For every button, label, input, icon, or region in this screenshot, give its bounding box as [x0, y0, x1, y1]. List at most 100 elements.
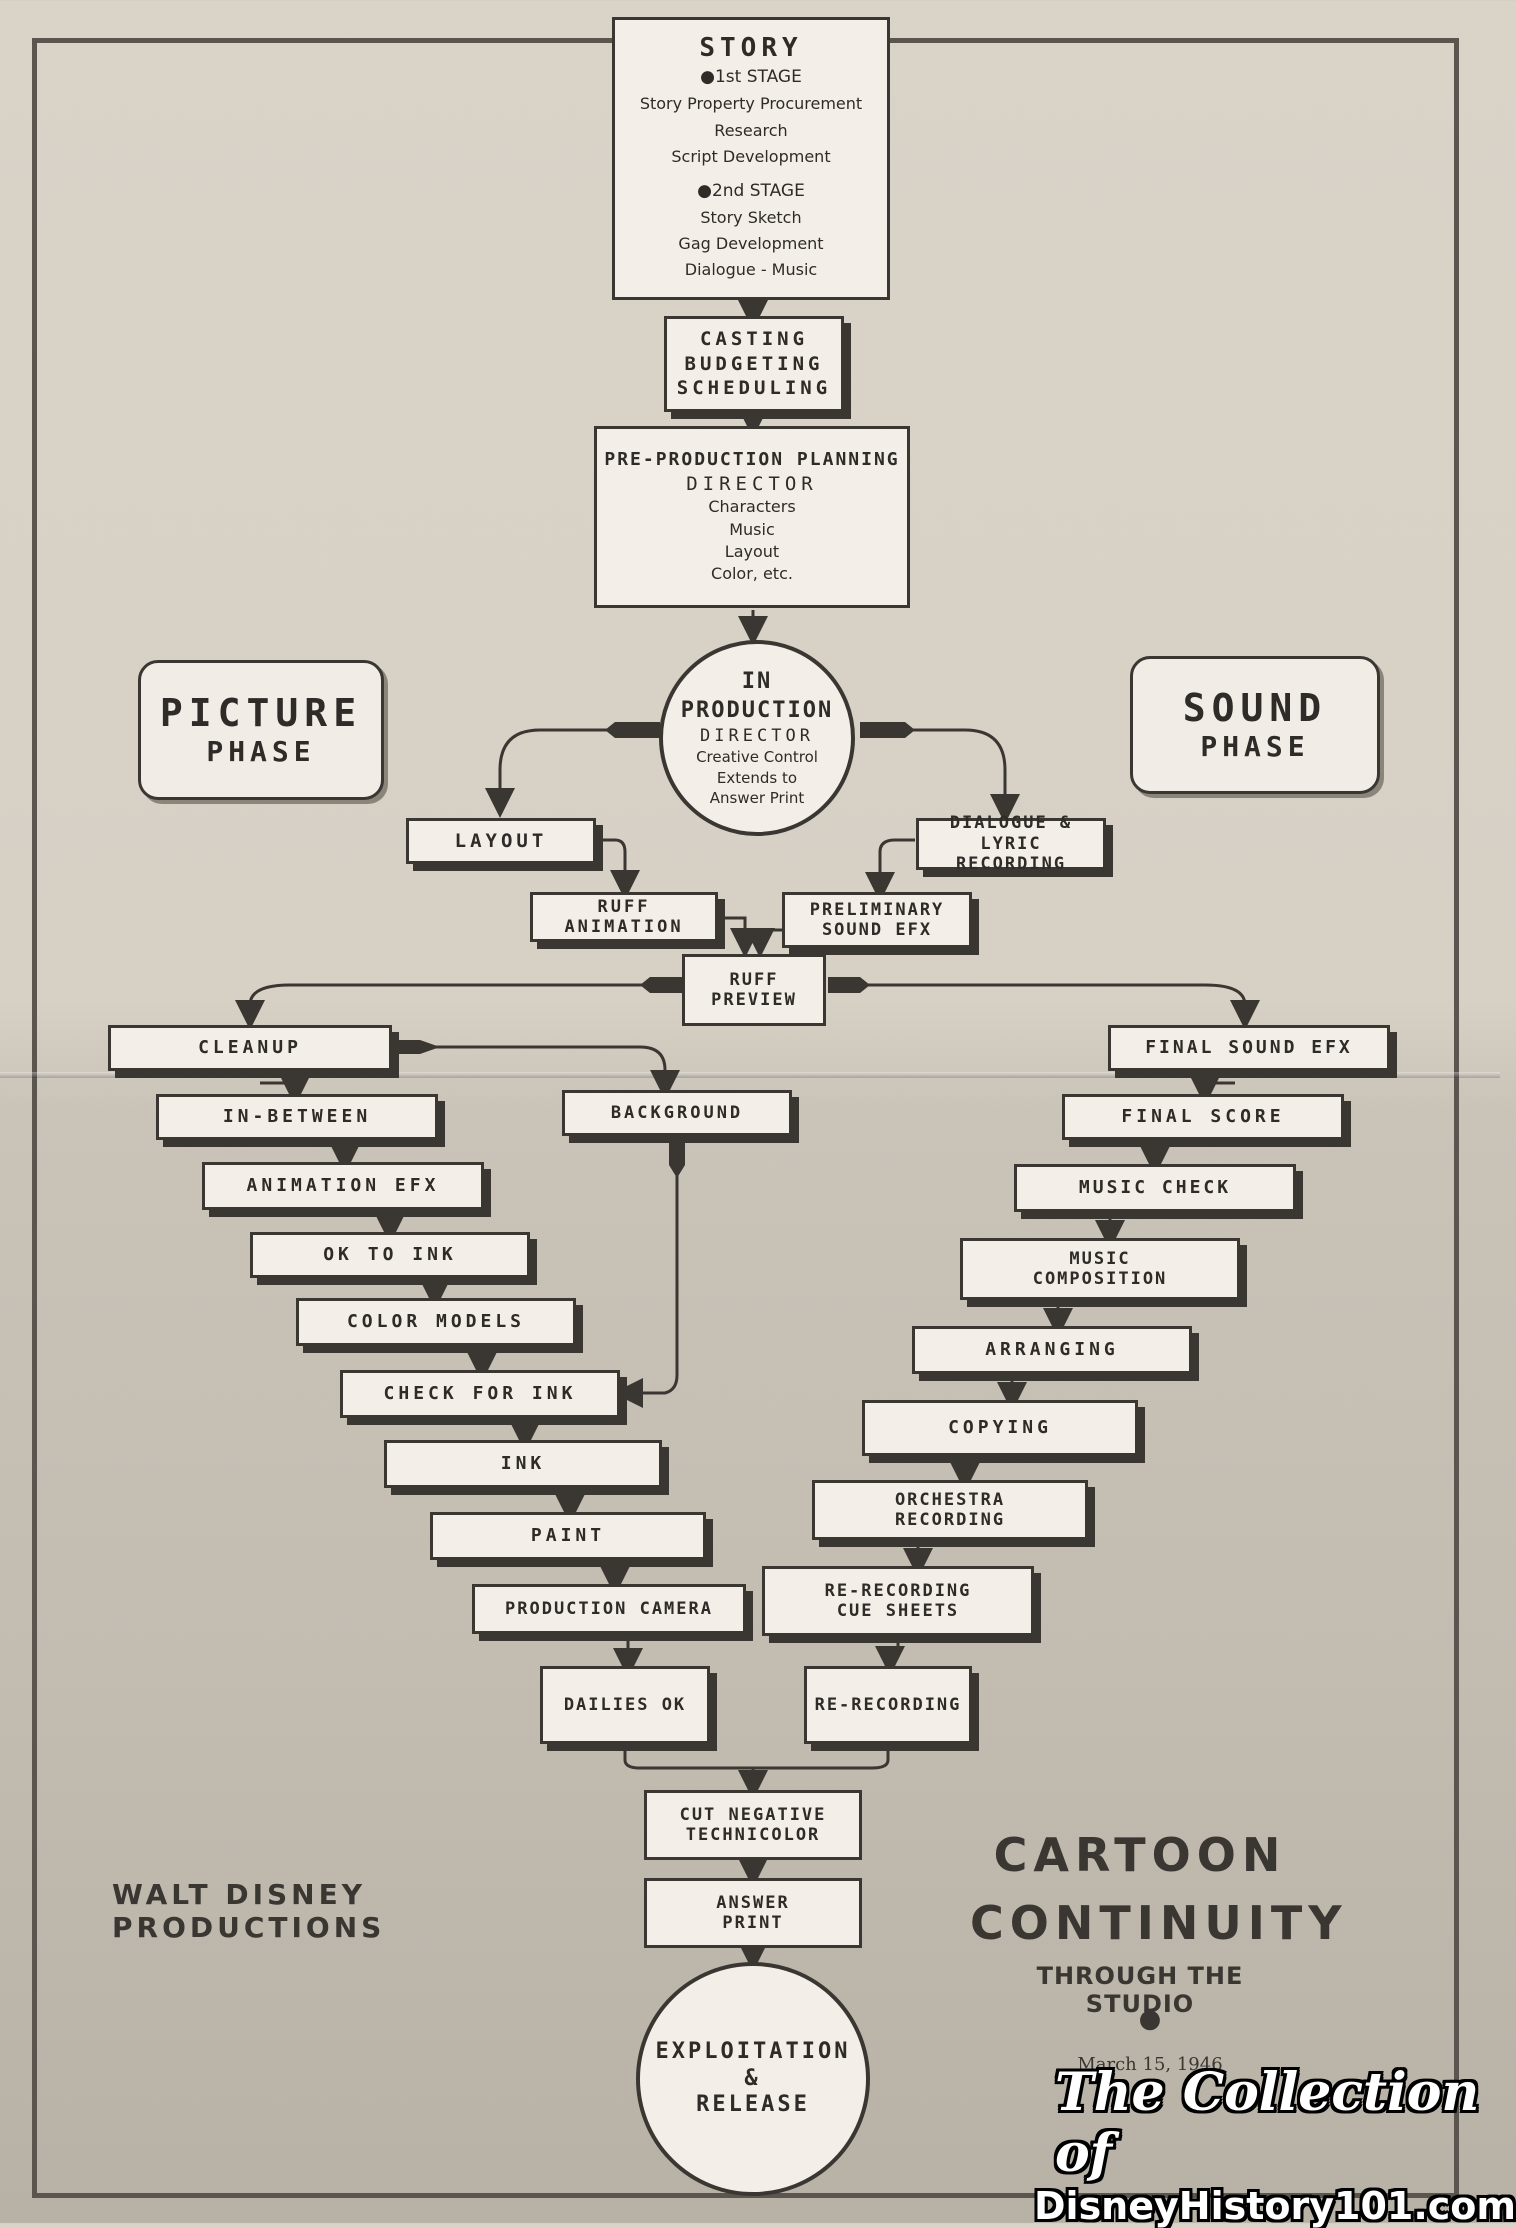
in-production-item: Answer Print — [709, 788, 805, 807]
story-stage1-item: Research — [714, 120, 788, 140]
casting-box: CASTING BUDGETING SCHEDULING — [664, 316, 844, 412]
final-sound-efx-box: FINAL SOUND EFX — [1108, 1025, 1390, 1071]
collection-watermark: The Collection of DisneyHistory101.com — [1034, 2062, 1516, 2228]
poster-date: March 15, 1946 — [1077, 2054, 1223, 2075]
music-composition-box: MUSIC COMPOSITION — [960, 1238, 1240, 1300]
preproduction-item: Music — [729, 519, 775, 539]
animation-efx-box: ANIMATION EFX — [202, 1162, 484, 1210]
preliminary-sound-box: PRELIMINARY SOUND EFX — [782, 892, 972, 948]
preview-label: PREVIEW — [711, 990, 797, 1010]
picture-phase-word: PHASE — [206, 734, 316, 768]
picture-phase-label: PICTURE PHASE — [138, 660, 384, 800]
ampersand-label: & — [744, 2065, 762, 2091]
sound-phase-label: SOUND PHASE — [1130, 656, 1380, 794]
story-stage1-item: Script Development — [671, 147, 831, 167]
in-production-line2: PRODUCTION — [680, 697, 834, 723]
in-between-label: IN-BETWEEN — [222, 1106, 372, 1128]
rerecording-label: RE-RECORDING — [824, 1580, 972, 1601]
exploitation-label: EXPLOITATION — [655, 2039, 851, 2065]
company-name: WALT DISNEY PRODUCTIONS — [112, 1878, 386, 1944]
rerecording-cue-box: RE-RECORDING CUE SHEETS — [762, 1566, 1034, 1636]
in-production-line1: IN — [741, 668, 773, 694]
orchestra-label: ORCHESTRA — [894, 1489, 1006, 1510]
ruff-label: RUFF — [729, 969, 779, 990]
story-box: STORY ●1st STAGE Story Property Procurem… — [612, 17, 890, 300]
sound-phase-word: PHASE — [1200, 729, 1310, 763]
preproduction-item: Layout — [724, 542, 780, 562]
background-label: BACKGROUND — [610, 1102, 744, 1123]
ruff-animation-box: RUFF ANIMATION — [530, 892, 718, 942]
check-for-ink-box: CHECK FOR INK — [340, 1370, 620, 1418]
in-production-item: Creative Control — [696, 748, 818, 767]
sound-efx-label: SOUND EFX — [821, 920, 933, 940]
in-production-item: Extends to — [716, 768, 798, 787]
check-for-ink-label: CHECK FOR INK — [383, 1383, 577, 1405]
composition-label: COMPOSITION — [1032, 1269, 1168, 1289]
picture-phase-word: PICTURE — [159, 691, 363, 736]
cue-sheets-label: CUE SHEETS — [836, 1601, 960, 1621]
preproduction-title: PRE-PRODUCTION PLANNING — [604, 449, 900, 471]
cleanup-box: CLEANUP — [108, 1025, 392, 1071]
poster-subtitle: THROUGH THE STUDIO — [1036, 1962, 1244, 2018]
dialogue-recording-box: DIALOGUE & LYRIC RECORDING — [916, 813, 1106, 874]
music-check-label: MUSIC CHECK — [1078, 1177, 1232, 1199]
poster-title-line2: CONTINUITY — [970, 1896, 1348, 1950]
copying-label: COPYING — [948, 1417, 1052, 1439]
in-production-director: DIRECTOR — [700, 726, 814, 747]
preproduction-director: DIRECTOR — [686, 472, 818, 495]
answer-label: ANSWER — [716, 1892, 790, 1913]
recording-label: RECORDING — [894, 1510, 1006, 1530]
release-label: RELEASE — [696, 2092, 810, 2118]
preliminary-label: PRELIMINARY — [809, 899, 945, 920]
story-stage2-item: Story Sketch — [700, 207, 802, 227]
story-stage1-item: Story Property Procurement — [639, 94, 863, 114]
cut-negative-box: CUT NEGATIVE TECHNICOLOR — [644, 1790, 862, 1860]
dailies-ok-label: DAILIES OK — [563, 1694, 687, 1715]
music-check-box: MUSIC CHECK — [1014, 1164, 1296, 1212]
story-stage2: ●2nd STAGE — [697, 180, 805, 201]
watermark-line2: DisneyHistory101.com — [1034, 2184, 1516, 2228]
print-label: PRINT — [722, 1913, 784, 1933]
recording-label: RECORDING — [955, 854, 1067, 875]
color-models-box: COLOR MODELS — [296, 1298, 576, 1346]
paint-box: PAINT — [430, 1512, 706, 1560]
final-sound-efx-label: FINAL SOUND EFX — [1145, 1037, 1353, 1059]
budgeting-label: BUDGETING — [684, 352, 824, 375]
dailies-ok-box: DAILIES OK — [540, 1666, 710, 1744]
technicolor-label: TECHNICOLOR — [685, 1825, 821, 1845]
rerecording-final-label: RE-RECORDING — [814, 1694, 962, 1715]
poster-title-line1: CARTOON — [993, 1828, 1287, 1882]
music-label: MUSIC — [1069, 1248, 1131, 1269]
layout-box: LAYOUT — [406, 818, 596, 864]
ok-to-ink-label: OK TO INK — [323, 1244, 457, 1266]
rerecording-box: RE-RECORDING — [804, 1666, 972, 1744]
ok-to-ink-box: OK TO INK — [250, 1232, 530, 1278]
layout-label: LAYOUT — [454, 829, 548, 852]
in-production-circle: IN PRODUCTION DIRECTOR Creative Control … — [659, 640, 855, 836]
final-score-label: FINAL SCORE — [1121, 1106, 1285, 1128]
story-title: STORY — [699, 33, 803, 64]
paint-label: PAINT — [530, 1525, 606, 1547]
ruff-preview-box: RUFF PREVIEW — [682, 954, 826, 1026]
arranging-label: ARRANGING — [985, 1339, 1119, 1361]
preproduction-item: Characters — [708, 497, 796, 517]
cut-negative-label: CUT NEGATIVE — [679, 1804, 827, 1825]
cleanup-label: CLEANUP — [198, 1037, 302, 1059]
casting-label: CASTING — [699, 327, 809, 350]
story-stage2-item: Gag Development — [678, 233, 824, 253]
animation-efx-label: ANIMATION EFX — [246, 1175, 440, 1197]
story-stage2-item: Dialogue - Music — [684, 260, 818, 280]
ink-label: INK — [500, 1453, 546, 1475]
production-camera-label: PRODUCTION CAMERA — [505, 1598, 713, 1619]
production-camera-box: PRODUCTION CAMERA — [472, 1584, 746, 1634]
final-score-box: FINAL SCORE — [1062, 1094, 1344, 1140]
in-between-box: IN-BETWEEN — [156, 1094, 438, 1140]
ruff-animation-label: RUFF ANIMATION — [564, 896, 684, 937]
exploitation-release-circle: EXPLOITATION & RELEASE — [636, 1962, 870, 2196]
preproduction-item: Color, etc. — [711, 564, 793, 584]
ink-box: INK — [384, 1440, 662, 1488]
scheduling-label: SCHEDULING — [676, 377, 832, 400]
story-stage1: ●1st STAGE — [700, 67, 802, 88]
copying-box: COPYING — [862, 1400, 1138, 1456]
arranging-box: ARRANGING — [912, 1326, 1192, 1374]
